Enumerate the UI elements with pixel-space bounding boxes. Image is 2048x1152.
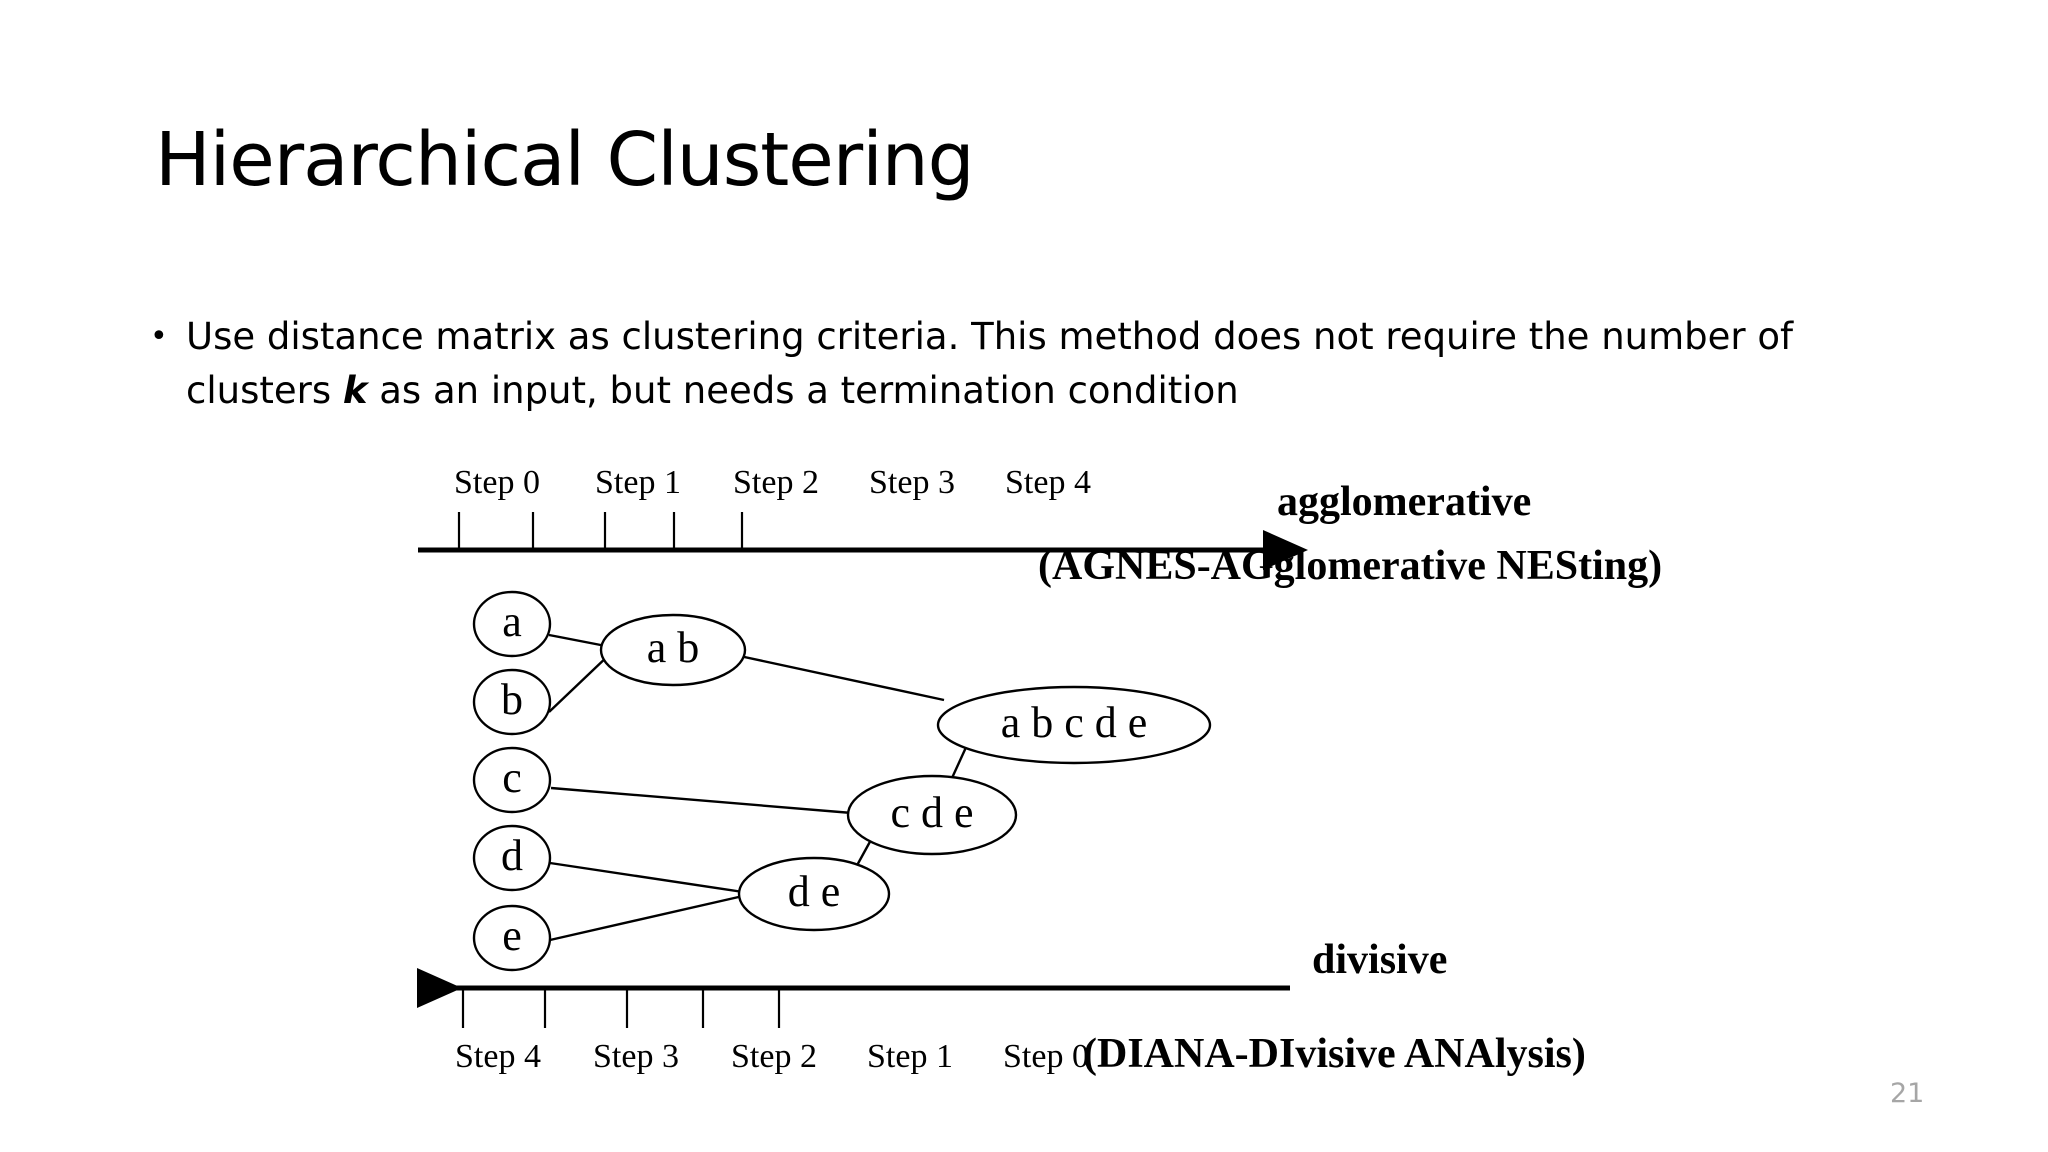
bullet-item: • Use distance matrix as clustering crit… xyxy=(150,310,1800,418)
diana-label: (DIANA-DIvisive ANAlysis) xyxy=(1083,1031,1586,1077)
node-e-label: e xyxy=(502,911,522,960)
page-number: 21 xyxy=(1890,1078,1925,1109)
node-b[interactable]: b xyxy=(472,668,552,736)
node-b-ellipse xyxy=(472,668,552,736)
bottom-step-label-3: Step 1 xyxy=(867,1038,953,1075)
node-e[interactable]: e xyxy=(472,904,552,972)
node-a-ellipse xyxy=(472,590,552,658)
divisive-label: divisive xyxy=(1312,937,1447,983)
node-e-ellipse xyxy=(472,904,552,972)
node-ab-ellipse xyxy=(599,613,747,687)
node-c-label: c xyxy=(502,753,522,802)
bullet-item-text: Use distance matrix as clustering criter… xyxy=(186,310,1800,418)
node-d-ellipse xyxy=(472,824,552,892)
hierarchical-clustering-diagram: Step 0 Step 1 Step 2 Step 3 Step 4 agglo… xyxy=(0,440,2048,1080)
node-d-label: d xyxy=(501,831,523,880)
bottom-step-label-1: Step 3 xyxy=(593,1038,679,1075)
node-a-label: a xyxy=(502,597,522,646)
node-b-label: b xyxy=(501,675,523,724)
agglomerative-label: agglomerative xyxy=(1277,479,1531,525)
bullet-emphasis-k: k xyxy=(342,369,368,412)
node-d[interactable]: d xyxy=(472,824,552,892)
bottom-step-label-2: Step 2 xyxy=(731,1038,817,1075)
node-de-label: d e xyxy=(788,867,841,916)
body-content: • Use distance matrix as clustering crit… xyxy=(150,310,1800,418)
bullet-text-segment-1: Use distance matrix as clustering criter… xyxy=(186,315,1794,412)
top-step-label-1: Step 1 xyxy=(595,464,681,501)
node-cde-ellipse xyxy=(846,774,1018,856)
link-d-to-de xyxy=(549,861,744,894)
link-e-to-de xyxy=(549,894,744,942)
node-ab-label: a b xyxy=(647,623,700,672)
node-a[interactable]: a xyxy=(472,590,552,658)
node-cde-label: c d e xyxy=(890,788,973,837)
dendrogram-svg: Step 0 Step 1 Step 2 Step 3 Step 4 agglo… xyxy=(417,464,1662,1077)
page-title: Hierarchical Clustering xyxy=(155,117,975,203)
node-c-ellipse xyxy=(472,746,552,814)
bottom-step-label-4: Step 0 xyxy=(1003,1038,1089,1075)
link-ab-to-abcde xyxy=(734,653,945,702)
top-step-label-0: Step 0 xyxy=(454,464,540,501)
agnes-label: (AGNES-AGglomerative NESting) xyxy=(1038,543,1662,589)
dendrogram-nodes: a b c d e xyxy=(472,590,1212,972)
bottom-axis-group: Step 4 Step 3 Step 2 Step 1 Step 0 divis… xyxy=(417,937,1586,1077)
node-cluster-cde[interactable]: c d e xyxy=(846,774,1018,856)
node-cluster-abcde[interactable]: a b c d e xyxy=(936,685,1212,765)
node-cluster-de[interactable]: d e xyxy=(737,856,891,932)
node-de-ellipse xyxy=(737,856,891,932)
top-step-label-4: Step 4 xyxy=(1005,464,1091,501)
node-cluster-ab[interactable]: a b xyxy=(599,613,747,687)
bullet-text-segment-2: as an input, but needs a termination con… xyxy=(367,369,1239,412)
link-b-to-ab xyxy=(548,652,612,713)
bottom-step-label-0: Step 4 xyxy=(455,1038,541,1075)
top-axis-group: Step 0 Step 1 Step 2 Step 3 Step 4 agglo… xyxy=(418,464,1662,589)
node-abcde-ellipse xyxy=(936,685,1212,765)
top-step-label-3: Step 3 xyxy=(869,464,955,501)
link-c-to-cde xyxy=(550,786,853,815)
node-abcde-label: a b c d e xyxy=(1001,698,1148,747)
bullet-point-icon: • xyxy=(150,319,168,354)
node-c[interactable]: c xyxy=(472,746,552,814)
top-step-label-2: Step 2 xyxy=(733,464,819,501)
